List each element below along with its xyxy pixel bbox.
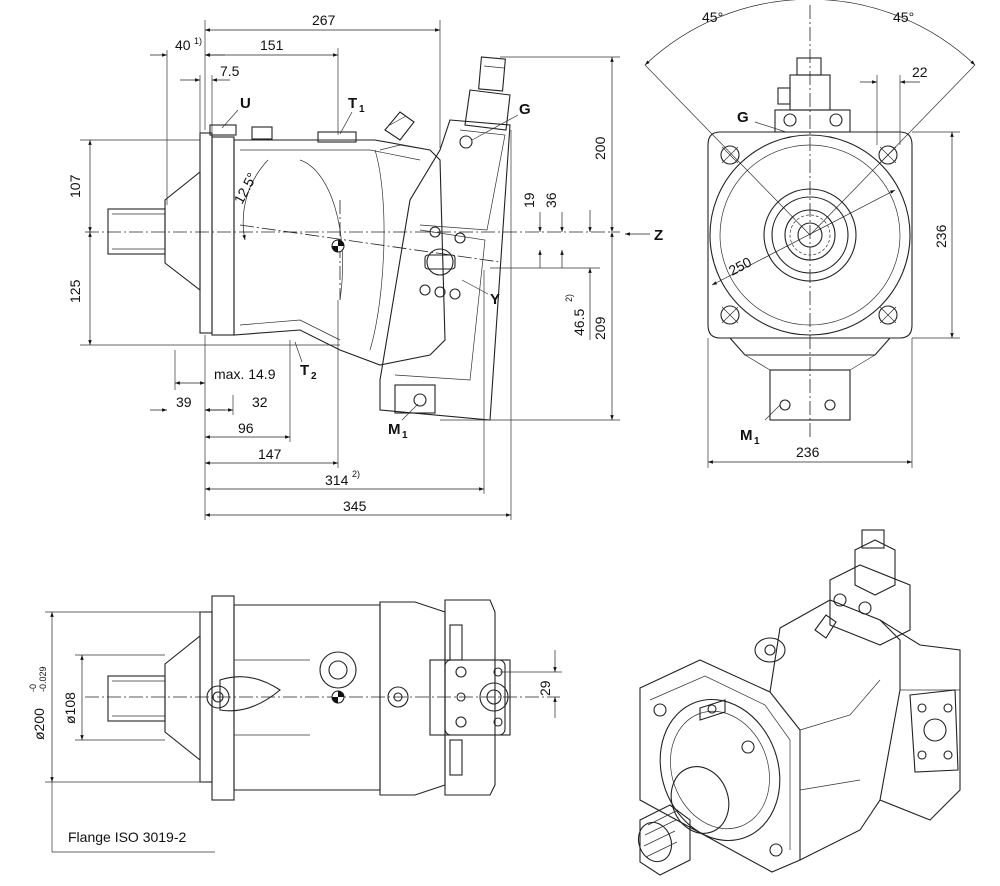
side-center-mark: [331, 239, 345, 253]
iso-body: [699, 599, 961, 861]
dim-22: 22: [912, 64, 928, 80]
dim-40-note: 1): [194, 36, 202, 46]
side-body: [209, 111, 446, 366]
dim-345: 345: [343, 498, 367, 514]
dim-96: 96: [238, 420, 254, 436]
dim-d200-tol-upper: -0: [28, 684, 38, 692]
dim-151: 151: [260, 37, 284, 53]
dim-236-v: 236: [933, 224, 949, 248]
port-t2-label: T: [300, 362, 309, 379]
dim-107: 107: [67, 174, 83, 198]
top-control-block: [429, 659, 511, 736]
angle-45-right: 45°: [893, 9, 914, 25]
dim-12-5: 12.5°: [231, 170, 261, 207]
dim-39: 39: [176, 394, 192, 410]
side-flange: [199, 132, 213, 334]
dim-314: 314: [325, 472, 349, 488]
front-port-m1-sub: 1: [754, 436, 760, 447]
dim-d108: ø108: [62, 692, 78, 724]
port-g-label: G: [519, 101, 531, 118]
front-top-control: [774, 57, 851, 133]
port-z-label: Z: [654, 227, 663, 244]
port-y-label: Y: [490, 291, 500, 308]
side-view: 267 40 1) 151 7.5 107 125 12.5° 19 36: [67, 12, 663, 520]
iso-flange: [639, 659, 801, 873]
dim-32: 32: [252, 394, 268, 410]
dim-267: 267: [312, 12, 336, 28]
dim-d200: ø200: [31, 708, 47, 740]
dim-19: 19: [521, 192, 537, 208]
side-flange-ring: [211, 136, 235, 336]
iso-shaft: [637, 804, 691, 876]
dim-46-5: 46.5: [571, 309, 587, 336]
front-view: 45° 45°: [644, 0, 976, 468]
port-t2-sub: 2: [311, 371, 317, 382]
top-view: ø200 -0 -0.029 ø108 29: [28, 595, 562, 853]
dim-40: 40: [175, 37, 191, 53]
port-m1-sub: 1: [402, 430, 408, 441]
front-port-m1-label: M: [740, 427, 753, 444]
dim-314-note: 2): [352, 469, 360, 479]
dim-29: 29: [537, 680, 553, 696]
dim-147: 147: [258, 446, 282, 462]
iso-control: [829, 529, 959, 773]
dim-250: 250: [726, 253, 754, 278]
top-center-mark: [331, 690, 345, 704]
top-body: [206, 599, 496, 796]
side-shaft: [107, 170, 201, 292]
side-control-block: [379, 56, 511, 421]
dim-200: 200: [592, 136, 608, 160]
port-u-label: U: [240, 95, 251, 112]
port-m1-label: M: [388, 421, 401, 438]
flange-label: Flange ISO 3019-2: [68, 829, 187, 845]
port-t1-label: T: [348, 95, 357, 112]
top-shaft: [107, 634, 201, 762]
dim-d200-tol-lower: -0.029: [38, 666, 48, 692]
front-port-g-label: G: [737, 109, 749, 126]
dim-36: 36: [543, 192, 559, 208]
dim-125: 125: [67, 279, 83, 303]
dim-7-5: 7.5: [220, 63, 240, 79]
port-t1-sub: 1: [359, 104, 365, 115]
front-bolt-holes: [720, 145, 898, 325]
dim-46-5-note: 2): [564, 294, 574, 302]
front-flange: [707, 131, 913, 339]
dim-209: 209: [592, 316, 608, 340]
angle-45-left: 45°: [702, 9, 723, 25]
dim-max-14-9: max. 14.9: [214, 366, 276, 382]
side-centerline-tilt: [239, 224, 501, 263]
front-housing-circle: [709, 134, 911, 336]
dim-236-h: 236: [796, 444, 820, 460]
isometric-view: [637, 529, 961, 876]
